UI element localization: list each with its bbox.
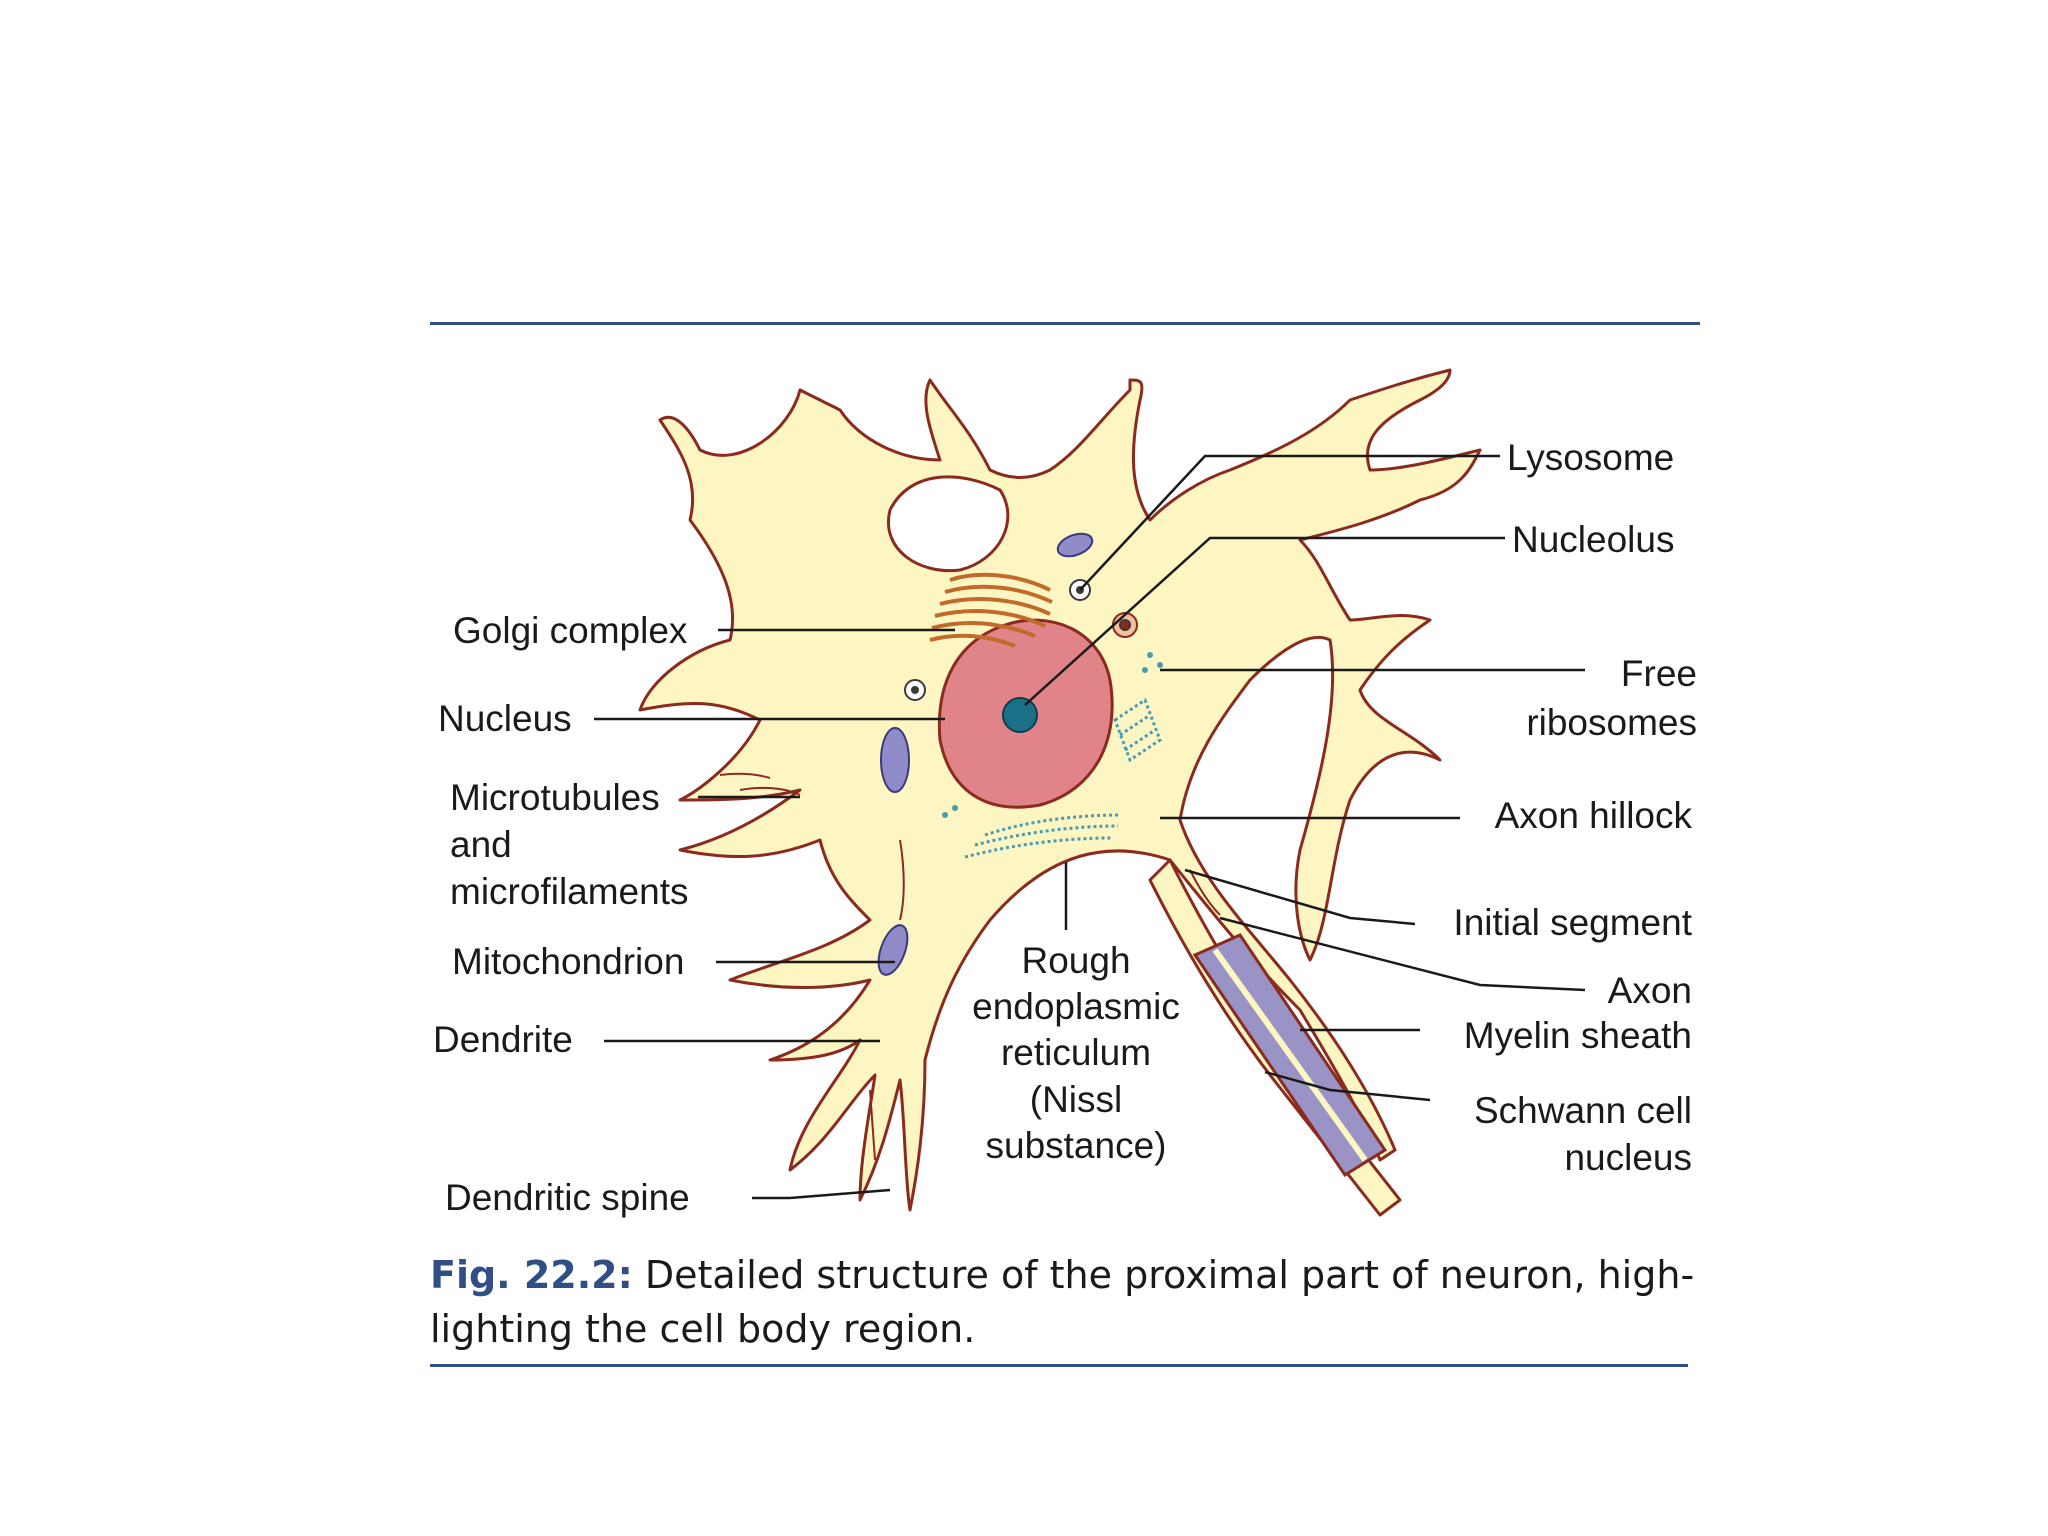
label-microtubules-3: microfilaments (450, 871, 689, 912)
label-microtubules-1: Microtubules (450, 777, 660, 818)
nucleolus (1002, 697, 1038, 733)
label-dendritic-spine: Dendritic spine (445, 1177, 690, 1218)
label-dendrite: Dendrite (433, 1019, 573, 1060)
figure-caption-text: Detailed structure of the proximal part … (430, 1253, 1695, 1351)
label-nucleus: Nucleus (438, 698, 572, 739)
figure-caption: Fig. 22.2: Detailed structure of the pro… (430, 1248, 1700, 1356)
label-rer-1: Rough (1021, 940, 1130, 981)
label-axon: Axon (1608, 970, 1692, 1011)
label-rer-3: reticulum (1001, 1032, 1151, 1073)
label-schwann-cell-2: nucleus (1564, 1137, 1692, 1178)
label-microtubules-2: and (450, 824, 512, 865)
label-golgi-complex: Golgi complex (453, 610, 688, 651)
label-rer-2: endoplasmic (972, 986, 1180, 1027)
label-schwann-cell-1: Schwann cell (1474, 1090, 1692, 1131)
label-free-ribosomes-2: ribosomes (1526, 702, 1697, 743)
figure-number: Fig. 22.2: (430, 1253, 633, 1297)
label-rer-5: substance) (986, 1125, 1167, 1166)
label-rer-4: (Nissl (1030, 1079, 1122, 1120)
label-myelin-sheath: Myelin sheath (1464, 1015, 1692, 1056)
myelin-sheath (1192, 933, 1388, 1178)
label-initial-segment: Initial segment (1453, 902, 1692, 943)
leader-lines (594, 454, 1586, 1200)
label-mitochondrion: Mitochondrion (452, 941, 684, 982)
bottom-rule (430, 1364, 1688, 1367)
label-lysosome: Lysosome (1507, 437, 1674, 478)
free-ribosomes (942, 652, 1163, 818)
label-free-ribosomes-1: Free (1621, 653, 1697, 694)
label-nucleolus: Nucleolus (1512, 519, 1674, 560)
golgi-complex (929, 572, 1053, 648)
rough-er (964, 697, 1162, 859)
top-rule (430, 322, 1700, 325)
label-axon-hillock: Axon hillock (1495, 795, 1693, 836)
microtubules (719, 772, 1221, 1161)
